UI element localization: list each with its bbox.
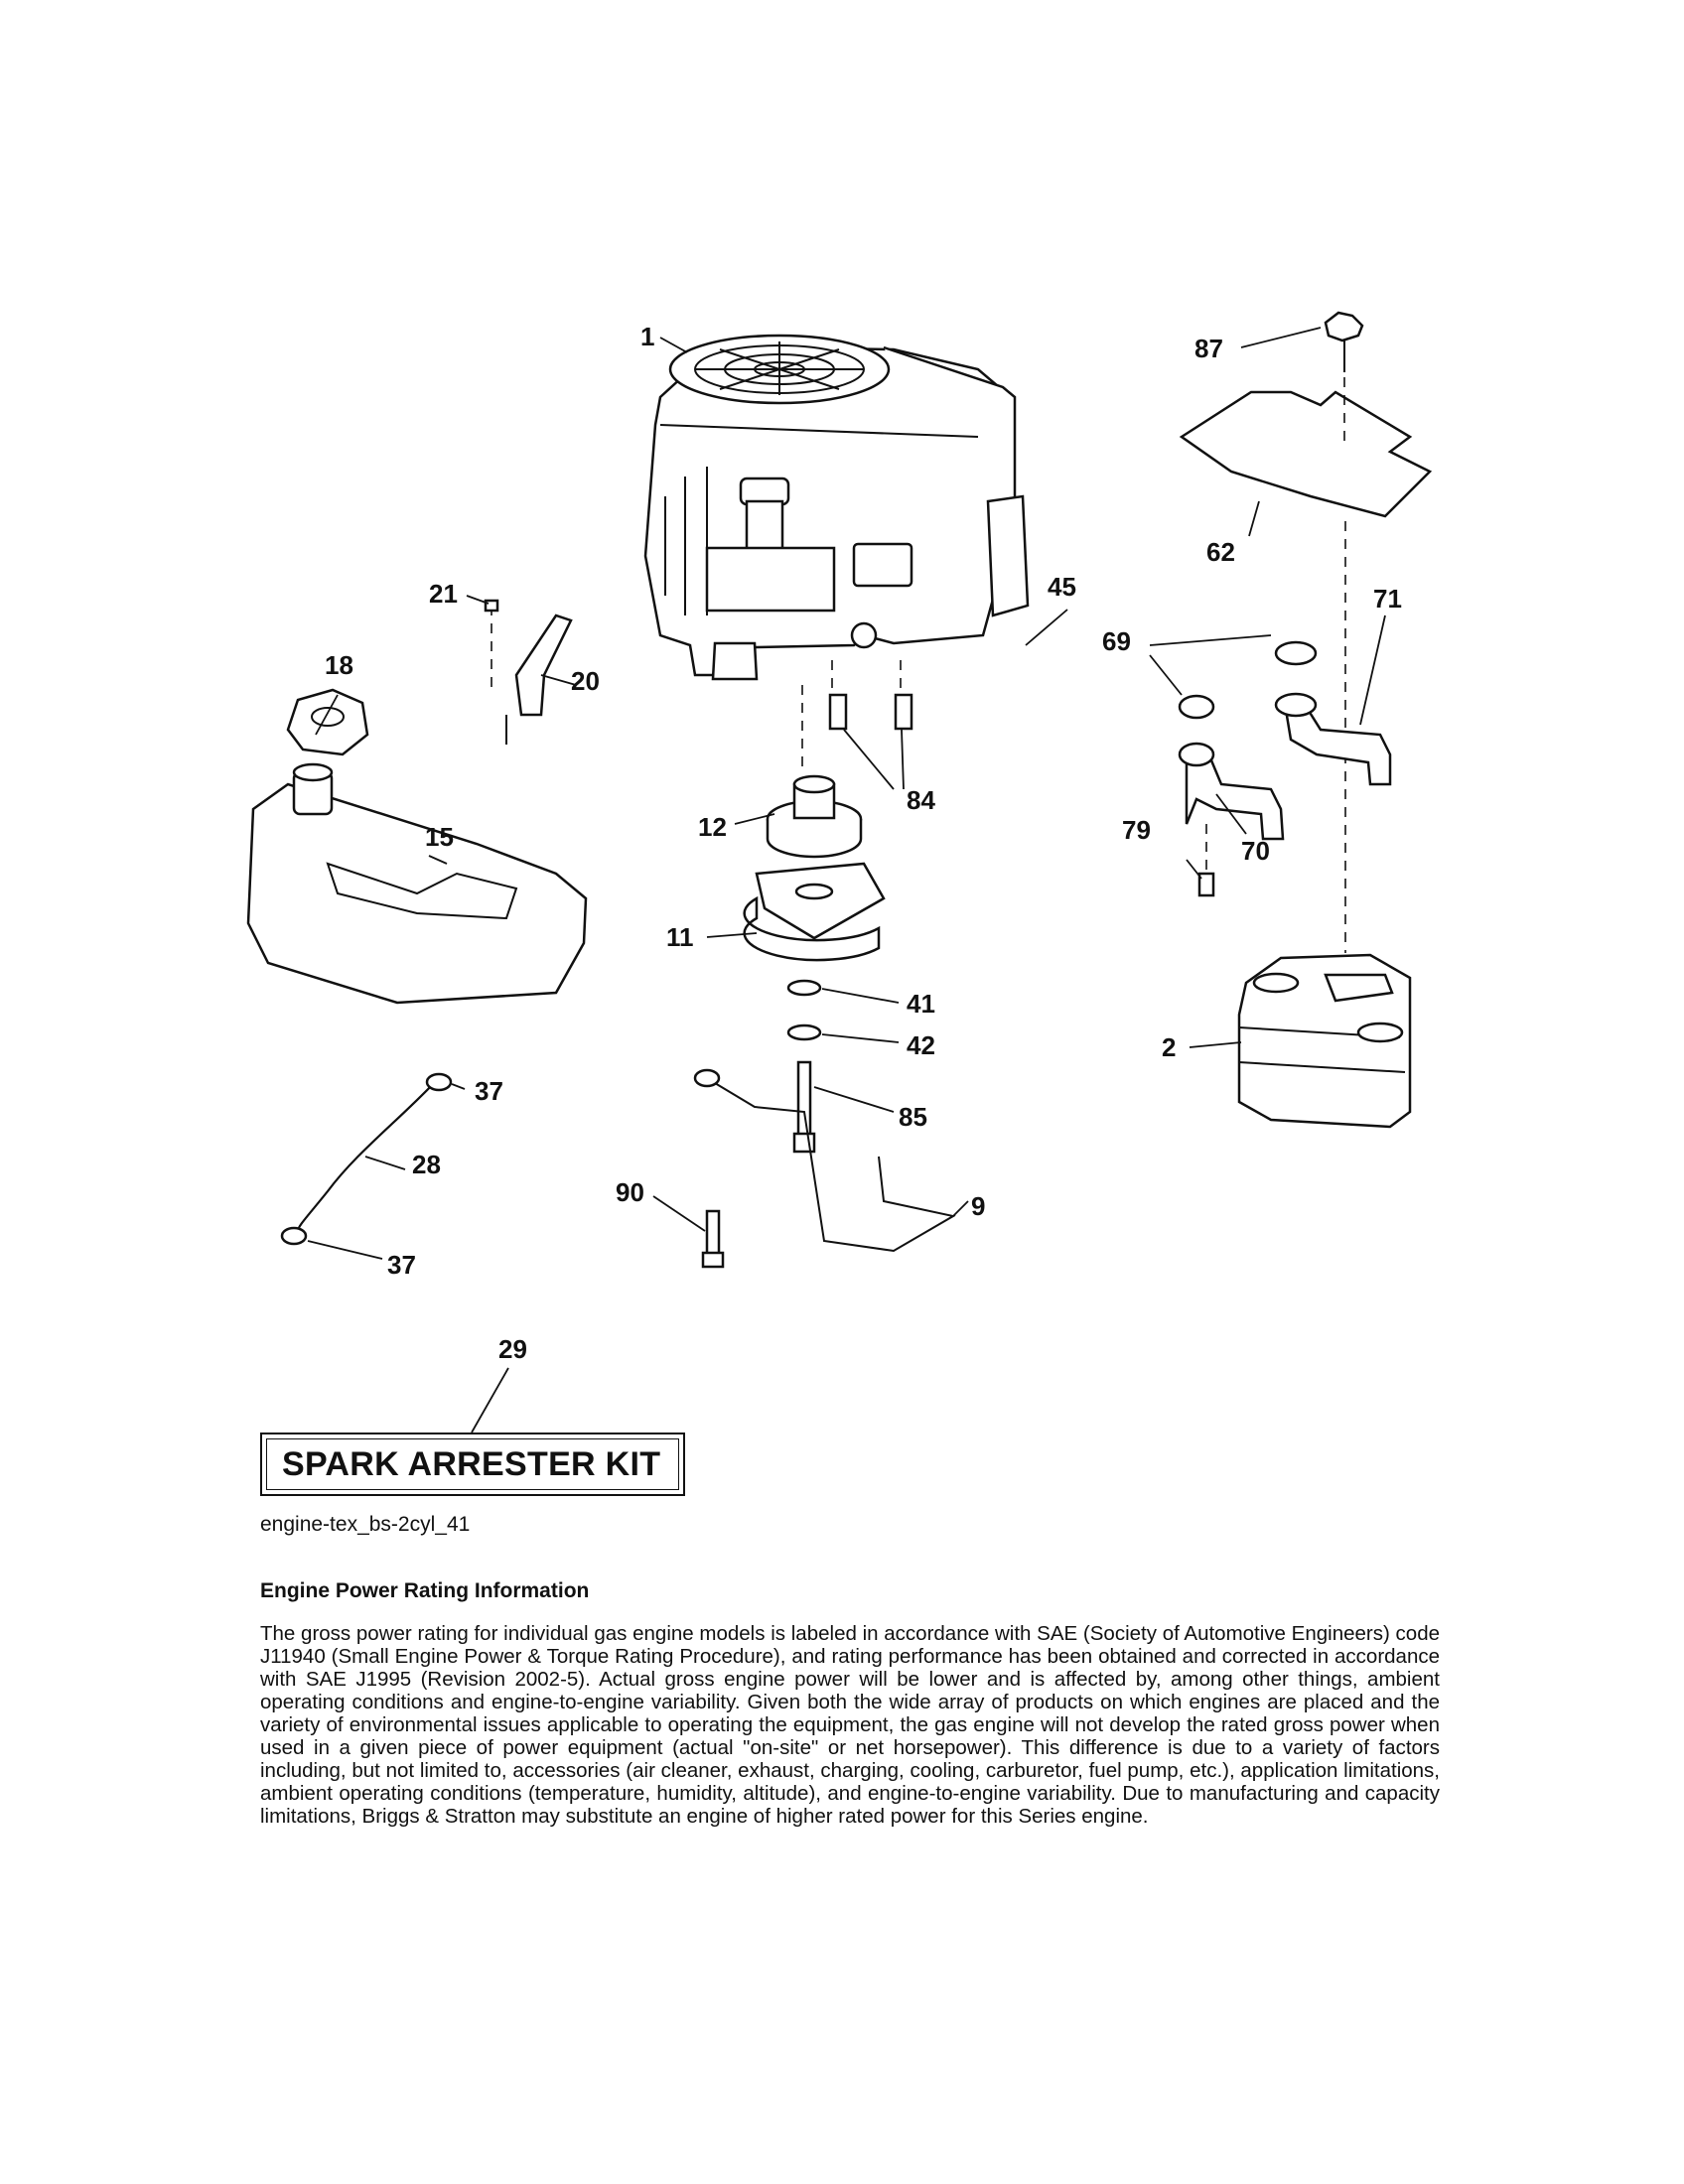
callout-37-top: 37	[475, 1076, 503, 1106]
callout-2: 2	[1162, 1032, 1176, 1062]
callout-15: 15	[425, 822, 454, 852]
fuel-line-drawing	[280, 1072, 453, 1246]
section-title: Engine Power Rating Information	[260, 1579, 590, 1602]
callout-20: 20	[571, 666, 600, 696]
callout-45: 45	[1048, 572, 1076, 602]
section-body: The gross power rating for individual ga…	[260, 1622, 1440, 1828]
callout-79: 79	[1122, 815, 1151, 845]
callout-71: 71	[1373, 584, 1402, 614]
callout-62: 62	[1206, 537, 1235, 567]
callout-41: 41	[907, 989, 935, 1019]
callout-18: 18	[325, 650, 353, 680]
callout-28: 28	[412, 1150, 441, 1179]
leader-lines	[307, 327, 1386, 1433]
callout-labels: 1 87 62 45 71 69 21 20 18 84 12 15 79 70…	[325, 322, 1402, 1364]
muffler-drawing	[1178, 521, 1412, 1129]
engine-drawing	[643, 334, 1030, 681]
callout-42: 42	[907, 1030, 935, 1060]
callout-85: 85	[899, 1102, 927, 1132]
clutch-drawing	[743, 660, 913, 1154]
bracket-drawing	[484, 599, 573, 745]
spark-arrester-kit-label: SPARK ARRESTER KIT	[282, 1444, 661, 1483]
spark-arrester-kit-box: SPARK ARRESTER KIT	[260, 1433, 685, 1496]
callout-29: 29	[498, 1334, 527, 1364]
parts-diagram: 1 87 62 45 71 69 21 20 18 84 12 15 79 70…	[246, 311, 1433, 1433]
callout-70: 70	[1241, 836, 1270, 866]
callout-37-bottom: 37	[387, 1250, 416, 1280]
diagram-code: engine-tex_bs-2cyl_41	[260, 1513, 471, 1536]
callout-11: 11	[666, 922, 694, 952]
fuel-tank-drawing	[246, 688, 588, 1005]
callout-87: 87	[1194, 334, 1223, 363]
callout-12: 12	[698, 812, 727, 842]
callout-21: 21	[429, 579, 458, 609]
callout-84: 84	[907, 785, 935, 815]
callout-90: 90	[616, 1177, 644, 1207]
heat-shield-drawing	[1179, 311, 1433, 518]
callout-1: 1	[640, 322, 654, 351]
callout-9: 9	[971, 1191, 985, 1221]
rod-drawing	[693, 1068, 956, 1269]
callout-69: 69	[1102, 626, 1131, 656]
